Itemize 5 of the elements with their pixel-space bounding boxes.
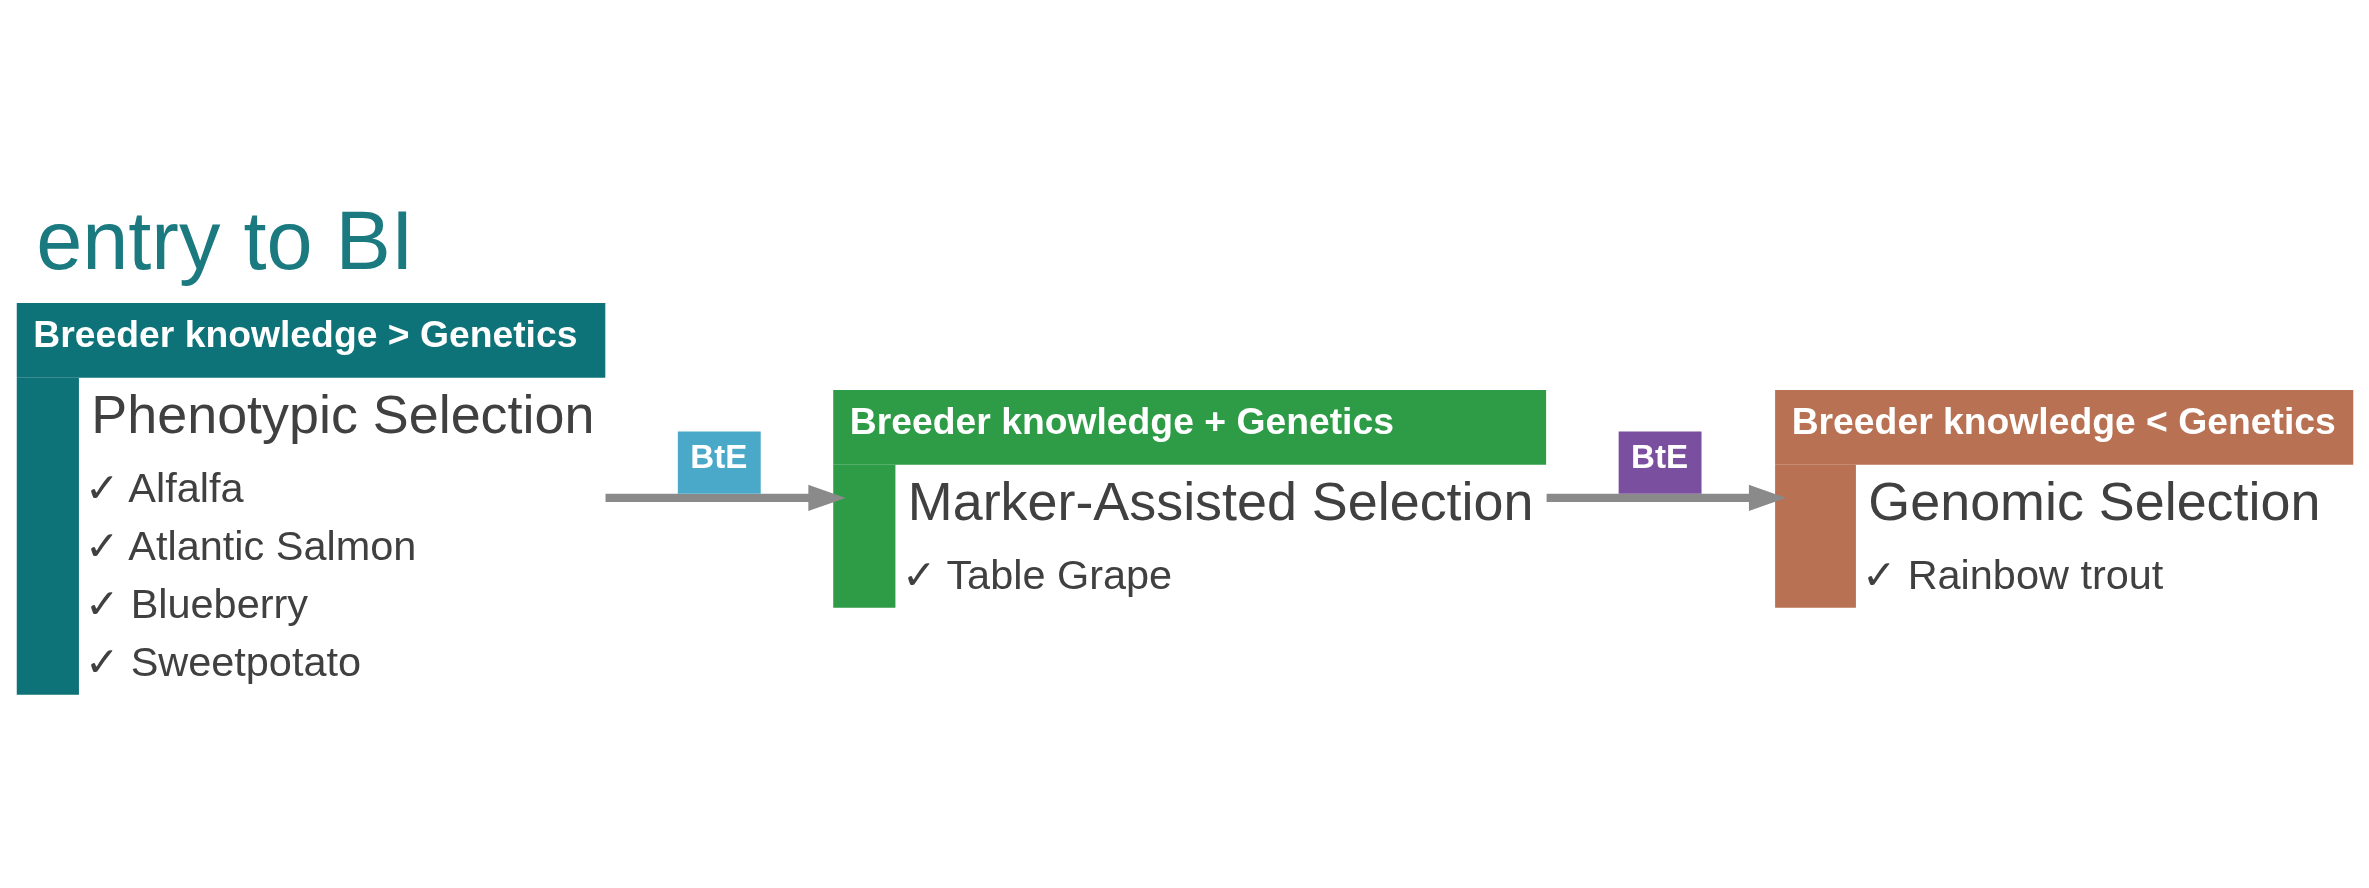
arrow: [1546, 484, 1787, 511]
edge-label: BtE: [690, 438, 748, 476]
arrow: [605, 484, 846, 511]
edge-label: BtE: [1631, 438, 1689, 476]
diagram-title: entry to BI: [36, 193, 414, 287]
